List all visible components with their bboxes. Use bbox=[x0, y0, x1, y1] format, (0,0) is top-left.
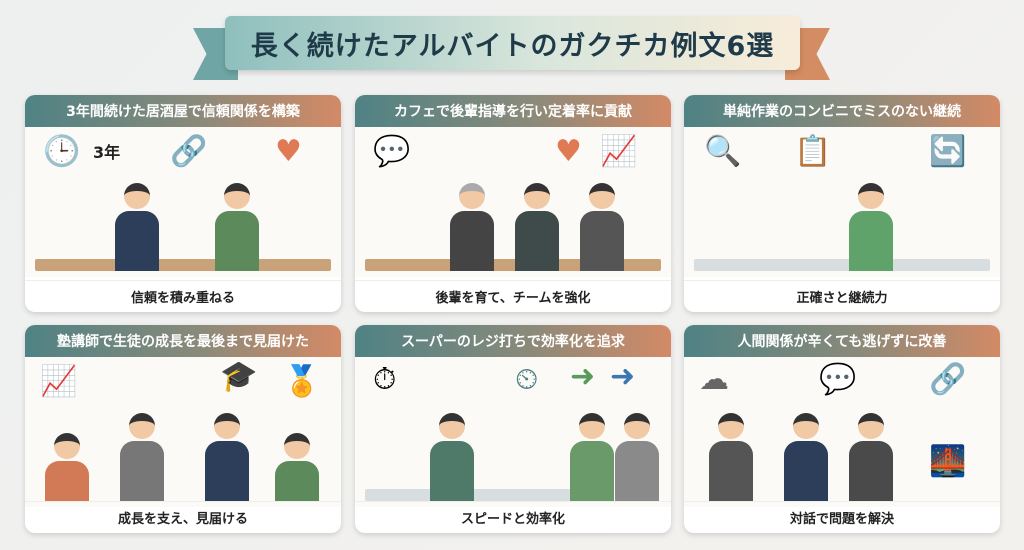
heart-bubble-icon: ♥ bbox=[555, 134, 582, 169]
teacher-person bbox=[120, 413, 164, 501]
illustration-register: 🔍 📋 🔄 bbox=[684, 127, 1000, 277]
card-heading: 人間関係が辛くても逃げずに改善 bbox=[684, 325, 1000, 357]
student-person bbox=[45, 433, 89, 501]
businessman-person bbox=[849, 413, 893, 501]
magnifier-check-icon: 🔍 bbox=[704, 134, 742, 169]
card-caption: 対話で問題を解決 bbox=[684, 501, 1000, 533]
chat-people-icon: 💬 bbox=[373, 134, 411, 169]
arrow-right-icon: ➜ bbox=[570, 359, 596, 394]
graduation-cap-icon: 🎓 bbox=[220, 359, 258, 394]
chain-link-icon: 🔗 bbox=[170, 134, 208, 169]
card-supermarket: スーパーのレジ打ちで効率化を追求 ⏱ ⏲ ➜ ➜ スピードと効率化 bbox=[355, 325, 671, 533]
heart-icon: ♥ bbox=[275, 134, 302, 169]
card-heading: 3年間続けた居酒屋で信頼関係を構築 bbox=[25, 95, 341, 127]
illustration-handshake: 🕒 3年 🔗 ♥ bbox=[25, 127, 341, 277]
bridge-icon: 🌉 bbox=[929, 444, 967, 479]
speed-gauge-icon: ⏲ bbox=[515, 362, 539, 397]
card-heading: 単純作業のコンビニでミスのない継続 bbox=[684, 95, 1000, 127]
card-convenience: 単純作業のコンビニでミスのない継続 🔍 📋 🔄 正確さと継続力 bbox=[684, 95, 1000, 312]
title-ribbon: 長く続けたアルバイトのガクチカ例文6選 bbox=[225, 16, 800, 70]
customer-person bbox=[215, 183, 259, 271]
card-cram-school: 塾講師で生徒の成長を最後まで見届けた 📈 🎓 🏅 成長を支え、見届ける bbox=[25, 325, 341, 533]
arrow-right-icon: ➜ bbox=[610, 359, 636, 394]
award-ribbon-icon: 🏅 bbox=[283, 364, 321, 399]
staff-member bbox=[580, 183, 624, 271]
worried-person bbox=[709, 413, 753, 501]
student-person bbox=[275, 433, 319, 501]
years-badge: 3年 bbox=[93, 143, 121, 162]
checklist-icon: 📋 bbox=[794, 134, 832, 169]
card-cafe: カフェで後輩指導を行い定着率に貢献 💬 ♥ 📈 後輩を育て、チームを強化 bbox=[355, 95, 671, 312]
illustration-dialogue: ☁ 💬 🔗 🌉 bbox=[684, 357, 1000, 507]
card-caption: 成長を支え、見届ける bbox=[25, 501, 341, 533]
illustration-checkout: ⏱ ⏲ ➜ ➜ bbox=[355, 357, 671, 507]
cashier-person bbox=[430, 413, 474, 501]
senior-staff bbox=[450, 183, 494, 271]
store-counter bbox=[694, 259, 990, 271]
card-caption: 後輩を育て、チームを強化 bbox=[355, 280, 671, 312]
card-caption: 信頼を積み重ねる bbox=[25, 280, 341, 312]
clock-icon: 🕒 bbox=[43, 134, 81, 169]
card-relationships: 人間関係が辛くても逃げずに改善 ☁ 💬 🔗 🌉 対話で問題を解決 bbox=[684, 325, 1000, 533]
clerk-person bbox=[849, 183, 893, 271]
student-person bbox=[205, 413, 249, 501]
growth-chart-icon: 📈 bbox=[600, 134, 638, 169]
illustration-teaching: 📈 🎓 🏅 bbox=[25, 357, 341, 507]
card-heading: スーパーのレジ打ちで効率化を追求 bbox=[355, 325, 671, 357]
bar-counter bbox=[35, 259, 331, 271]
growth-chart-icon: 📈 bbox=[40, 364, 78, 399]
refresh-cycle-icon: 🔄 bbox=[929, 134, 967, 169]
storm-cloud-icon: ☁ bbox=[699, 362, 729, 397]
illustration-mentoring: 💬 ♥ 📈 bbox=[355, 127, 671, 277]
speech-bubbles-icon: 💬 bbox=[819, 362, 857, 397]
card-izakaya: 3年間続けた居酒屋で信頼関係を構築 🕒 3年 🔗 ♥ 信頼を積み重ねる bbox=[25, 95, 341, 312]
stopwatch-icon: ⏱ bbox=[373, 362, 397, 397]
staff-person bbox=[115, 183, 159, 271]
customer-queue bbox=[570, 413, 614, 501]
customer-queue bbox=[615, 413, 659, 501]
card-heading: カフェで後輩指導を行い定着率に貢献 bbox=[355, 95, 671, 127]
card-caption: 正確さと継続力 bbox=[684, 280, 1000, 312]
card-heading: 塾講師で生徒の成長を最後まで見届けた bbox=[25, 325, 341, 357]
broken-chain-icon: 🔗 bbox=[929, 362, 967, 397]
businessman-person bbox=[784, 413, 828, 501]
junior-staff bbox=[515, 183, 559, 271]
card-caption: スピードと効率化 bbox=[355, 501, 671, 533]
page-title: 長く続けたアルバイトのガクチカ例文6選 bbox=[250, 30, 775, 62]
